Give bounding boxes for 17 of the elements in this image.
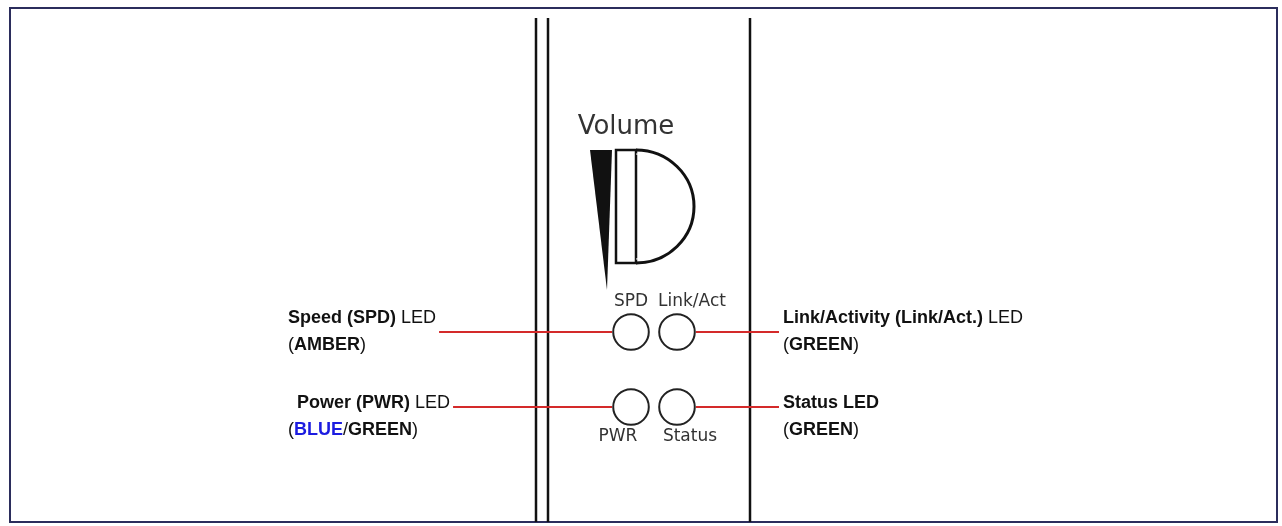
control-label: Volume — [577, 110, 675, 140]
led-callout-text: Power (PWR) LED (BLUE/GREEN) — [288, 389, 451, 443]
led-label: Link/Act — [658, 290, 726, 310]
led-circle — [658, 388, 696, 426]
led-circle — [612, 313, 650, 351]
led-circle — [612, 388, 650, 426]
led-callout-text: Status LED (GREEN) — [783, 389, 879, 443]
led-callout-text: Speed (SPD) LED (AMBER) — [288, 304, 437, 358]
leader-line — [695, 406, 780, 408]
leader-line — [695, 331, 780, 333]
led-label: SPD — [613, 290, 649, 310]
led-label: Status — [662, 425, 718, 445]
led-circle — [658, 313, 696, 351]
leader-line — [438, 331, 613, 333]
leader-line — [452, 406, 613, 408]
led-label: PWR — [598, 425, 638, 445]
led-callout-text: Link/Activity (Link/Act.) LED (GREEN) — [783, 304, 1024, 358]
